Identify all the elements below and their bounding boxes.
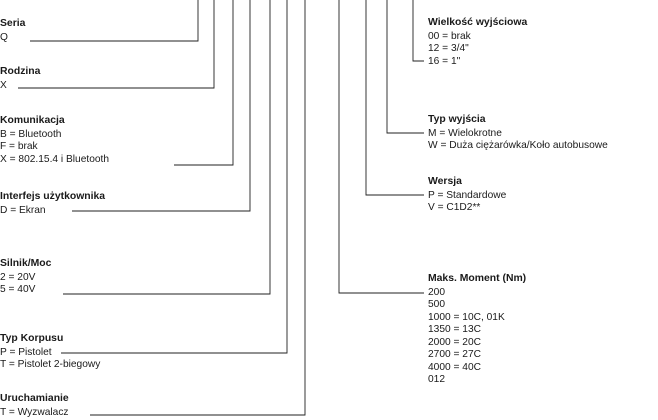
option-line: V = C1D2** — [428, 202, 481, 213]
connector-wielkosc — [412, 0, 424, 62]
group-heading: Seria — [0, 18, 26, 29]
group-wersja: Wersja P = Standardowe V = C1D2** — [428, 176, 506, 215]
option-line: B = Bluetooth — [0, 128, 62, 140]
option-line: 12 = 3/4" — [428, 43, 469, 54]
option-line: 200 — [428, 286, 445, 298]
option-line: 500 — [428, 299, 445, 310]
connector-moment — [338, 0, 424, 294]
option-line: 2000 = 20C — [428, 336, 481, 348]
option-line: 00 = brak — [428, 30, 471, 42]
option-line: 4000 = 40C — [428, 361, 481, 373]
group-silnik: Silnik/Moc 2 = 20V 5 = 40V — [0, 258, 51, 297]
option-line: P = Pistolet — [0, 346, 52, 358]
option-line: 5 = 40V — [0, 284, 36, 295]
option-line: 1350 = 13C — [428, 324, 481, 335]
group-komunikacja: Komunikacja B = Bluetooth F = brak X = 8… — [0, 115, 109, 166]
option-line: Q — [0, 31, 8, 43]
group-typ-wyjscia: Typ wyjścia M = Wielokrotne W = Duża cię… — [428, 114, 608, 153]
group-heading: Typ Korpusu — [0, 333, 64, 344]
group-interfejs: Interfejs użytkownika D = Ekran — [0, 191, 105, 217]
group-heading: Uruchamianie — [0, 393, 69, 404]
group-heading: Typ wyjścia — [428, 114, 486, 125]
option-line: 2700 = 27C — [428, 349, 481, 360]
option-line: T = Wyzwalacz — [0, 406, 69, 418]
option-line: 2 = 20V — [0, 271, 36, 283]
group-heading: Maks. Moment (Nm) — [428, 273, 527, 284]
option-line: M = Wielokrotne — [428, 127, 502, 139]
connector-komunikacja — [174, 0, 234, 166]
option-line: P = Standardowe — [428, 189, 507, 201]
connector-typ-wyjscia — [386, 0, 424, 134]
option-line: X = 802.15.4 i Bluetooth — [0, 153, 110, 165]
option-line: 012 — [428, 374, 445, 385]
option-line: W = Duża ciężarówka/Koło autobusowe — [428, 140, 608, 151]
connector-korpus — [61, 0, 288, 354]
group-rodzina: Rodzina X — [0, 66, 40, 92]
group-heading: Wersja — [428, 176, 462, 187]
option-line: 1000 = 10C, 01K — [428, 311, 505, 323]
option-line: F = brak — [0, 141, 38, 152]
group-seria: Seria Q — [0, 18, 25, 44]
option-line: T = Pistolet 2-biegowy — [0, 359, 101, 370]
connector-seria — [30, 0, 199, 42]
group-wielkosc: Wielkość wyjściowa 00 = brak 12 = 3/4" 1… — [428, 17, 527, 68]
connector-uruchamianie — [90, 0, 306, 416]
group-heading: Wielkość wyjściowa — [428, 17, 528, 28]
group-heading: Silnik/Moc — [0, 258, 52, 269]
group-heading: Komunikacja — [0, 115, 65, 126]
connector-rodzina — [18, 0, 215, 89]
group-korpus: Typ Korpusu P = Pistolet T = Pistolet 2-… — [0, 333, 100, 372]
group-uruchamianie: Uruchamianie T = Wyzwalacz — [0, 393, 69, 419]
option-line: X — [0, 79, 7, 91]
option-line: D = Ekran — [0, 204, 46, 216]
option-line: 16 = 1" — [428, 55, 461, 67]
group-heading: Interfejs użytkownika — [0, 191, 106, 202]
group-moment: Maks. Moment (Nm) 200 500 1000 = 10C, 01… — [428, 273, 526, 387]
connector-silnik — [63, 0, 271, 295]
connector-interfejs — [72, 0, 251, 212]
connector-wersja — [365, 0, 424, 196]
group-heading: Rodzina — [0, 66, 41, 77]
